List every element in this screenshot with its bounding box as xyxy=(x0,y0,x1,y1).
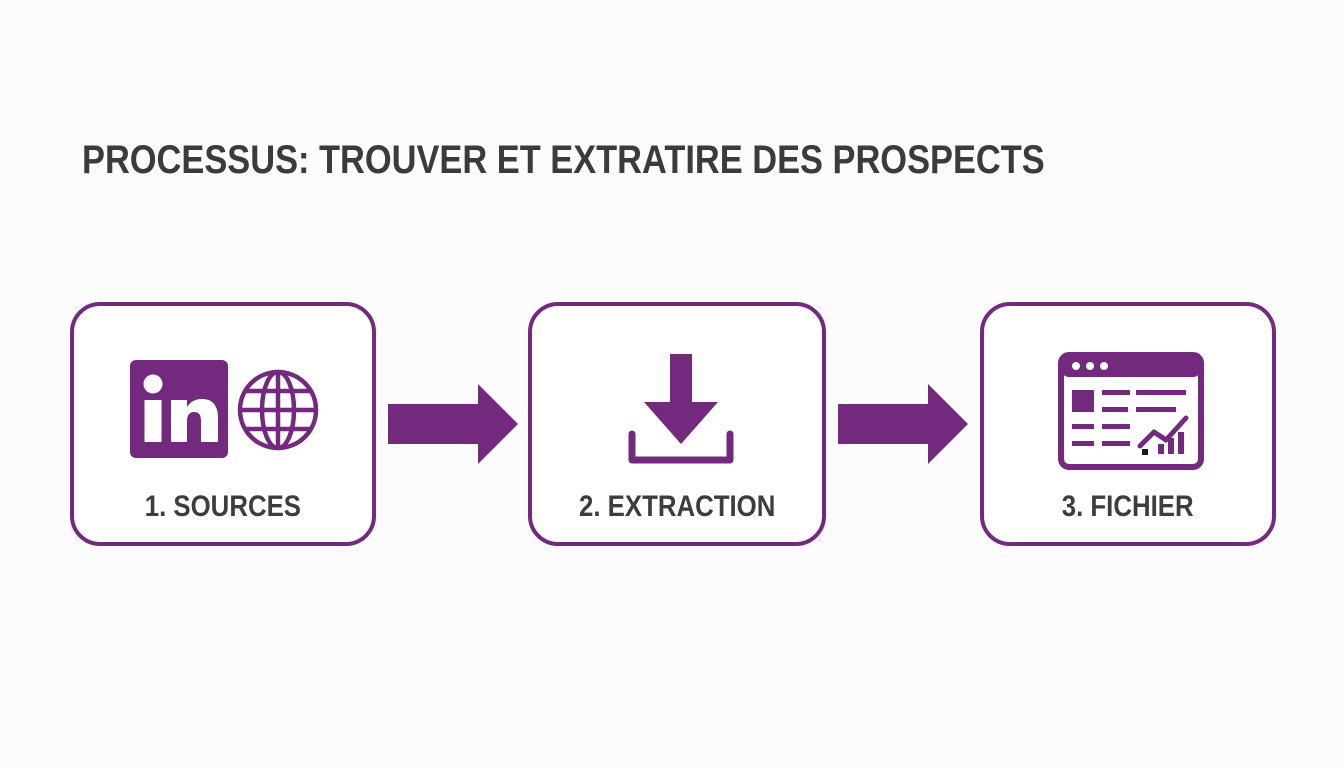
linkedin-icon xyxy=(130,360,228,458)
step-label-sources: 1. SOURCES xyxy=(144,490,302,523)
spreadsheet-chart-icon xyxy=(1058,352,1204,470)
arrow-right-icon xyxy=(838,384,968,464)
step-label-extraction: 2. EXTRACTION xyxy=(578,490,776,523)
diagram-title: PROCESSUS: TROUVER ET EXTRATIRE DES PROS… xyxy=(82,138,1045,182)
download-icon xyxy=(628,354,734,464)
globe-icon xyxy=(237,369,319,451)
step-label-fichier: 3. FICHIER xyxy=(1062,490,1194,523)
step-extraction-box: 2. EXTRACTION xyxy=(528,302,826,546)
step-fichier-box: 3. FICHIER xyxy=(980,302,1276,546)
arrow-right-icon xyxy=(388,384,518,464)
step-sources-box: 1. SOURCES xyxy=(70,302,376,546)
